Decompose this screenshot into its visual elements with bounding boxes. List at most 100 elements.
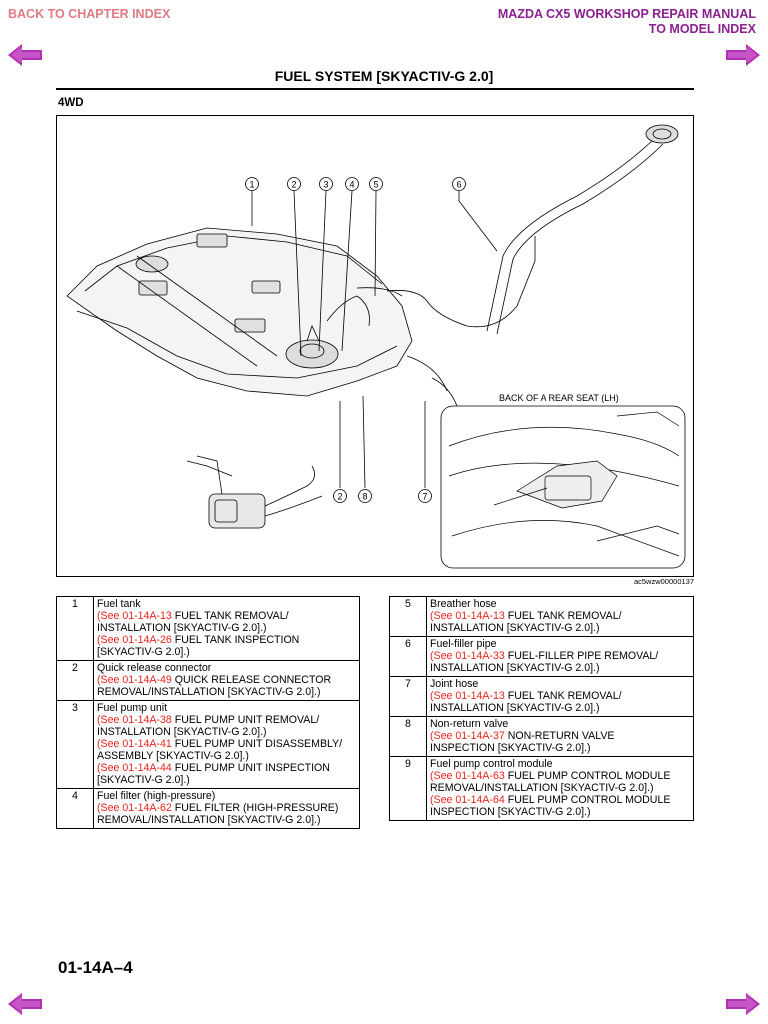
item-name: Fuel pump unit [97,702,168,714]
callout-6 [452,177,466,191]
item-name: Fuel filter (high-pressure) [97,790,216,802]
item-name: Breather hose [430,598,497,610]
item-number: 9 [389,756,427,821]
callout-2-label: 2 [291,180,296,190]
next-page-arrow-icon[interactable] [726,44,760,66]
item-name: Non-return valve [430,718,509,730]
callout-5 [369,177,383,191]
item-number: 7 [389,676,427,717]
inset-rear-seat: BACK OF A REAR SEAT (LH) [440,393,686,569]
callout-8 [358,489,372,503]
reference-title: FUEL-FILLER PIPE REMOVAL/ [504,650,659,662]
callout-4 [345,177,359,191]
reference-title-cont: INSTALLATION [SKYACTIV-G 2.0].) [430,702,600,714]
reference-title-cont: [SKYACTIV-G 2.0].) [97,774,190,786]
callout-2b-label: 2 [337,492,342,502]
reference-title: FUEL TANK REMOVAL/ [504,610,622,622]
item-number: 2 [56,660,94,701]
reference-link[interactable]: (See 01-14A-38 [97,714,172,726]
reference-title-cont: INSPECTION [SKYACTIV-G 2.0].) [430,742,591,754]
reference-title-cont: REMOVAL/INSTALLATION [SKYACTIV-G 2.0].) [430,782,654,794]
reference-link[interactable]: (See 01-14A-13 [430,610,505,622]
reference-title-cont: ASSEMBLY [SKYACTIV-G 2.0].) [97,750,249,762]
callout-7 [418,489,432,503]
reference-link[interactable]: (See 01-14A-33 [430,650,505,662]
reference-link[interactable]: (See 01-14A-62 [97,802,172,814]
page-number: 01-14A–4 [58,958,133,977]
reference-title-cont: INSTALLATION [SKYACTIV-G 2.0].) [430,662,600,674]
inset-label: BACK OF A REAR SEAT (LH) [499,393,619,403]
reference-link[interactable]: (See 01-14A-26 [97,634,172,646]
reference-title-cont: REMOVAL/INSTALLATION [SKYACTIV-G 2.0].) [97,814,321,826]
item-number: 8 [389,716,427,757]
reference-title: FUEL TANK REMOVAL/ [504,690,622,702]
callout-3-label: 3 [323,180,328,190]
reference-link[interactable]: (See 01-14A-63 [430,770,505,782]
reference-title: QUICK RELEASE CONNECTOR [171,674,332,686]
next-page-arrow-icon-bottom[interactable] [726,993,760,1015]
callout-6-label: 6 [456,180,461,190]
variant-label: 4WD [58,97,84,109]
item-name: Quick release connector [97,662,212,674]
reference-title: FUEL PUMP CONTROL MODULE [504,770,671,782]
title-rule [56,88,694,90]
reference-title: FUEL PUMP UNIT DISASSEMBLY/ [171,738,343,750]
reference-title: FUEL PUMP CONTROL MODULE [504,794,671,806]
item-number: 5 [389,596,427,637]
previous-page-arrow-icon[interactable] [8,44,42,66]
item-name: Joint hose [430,678,479,690]
item-description: Non-return valve(See 01-14A-37 NON-RETUR… [426,716,694,757]
item-description: Fuel tank(See 01-14A-13 FUEL TANK REMOVA… [93,596,360,661]
figure-code: ac5wzw00000137 [633,577,694,586]
reference-title-cont: INSPECTION [SKYACTIV-G 2.0].) [430,806,591,818]
reference-title-cont: [SKYACTIV-G 2.0].) [97,646,190,658]
reference-title-cont: INSTALLATION [SKYACTIV-G 2.0].) [97,726,267,738]
item-name: Fuel tank [97,598,141,610]
reference-link[interactable]: (See 01-14A-13 [430,690,505,702]
reference-title-cont: REMOVAL/INSTALLATION [SKYACTIV-G 2.0].) [97,686,321,698]
fuel-system-diagram: 1 2 3 4 5 6 7 2 8 9 BACK OF A REAR SEAT … [66,124,686,569]
page-title: FUEL SYSTEM [SKYACTIV-G 2.0] [274,68,494,84]
item-description: Fuel pump unit(See 01-14A-38 FUEL PUMP U… [93,700,360,789]
reference-link[interactable]: (See 01-14A-37 [430,730,505,742]
item-name: Fuel pump control module [430,758,553,770]
reference-title: NON-RETURN VALVE [504,730,615,742]
fuel-system-figure: 1 2 3 4 5 6 7 2 8 9 BACK OF A REAR SEAT … [56,115,694,577]
callout-1-label: 1 [249,180,254,190]
item-description: Fuel pump control module(See 01-14A-63 F… [426,756,694,821]
reference-title-cont: INSTALLATION [SKYACTIV-G 2.0].) [97,622,267,634]
item-name: Fuel-filler pipe [430,638,497,650]
reference-title: FUEL TANK INSPECTION [171,634,300,646]
back-to-chapter-index-link[interactable]: BACK TO CHAPTER INDEX [8,7,171,21]
item-description: Joint hose(See 01-14A-13 FUEL TANK REMOV… [426,676,694,717]
reference-link[interactable]: (See 01-14A-41 [97,738,172,750]
item-number: 4 [56,788,94,829]
reference-title: FUEL TANK REMOVAL/ [171,610,289,622]
callout-4-label: 4 [349,180,354,190]
reference-title: FUEL FILTER (HIGH-PRESSURE) [171,802,339,814]
reference-link[interactable]: (See 01-14A-44 [97,762,172,774]
to-model-index-link[interactable]: TO MODEL INDEX [648,22,756,36]
item-description: Quick release connector(See 01-14A-49 QU… [93,660,360,701]
callout-3 [319,177,333,191]
callout-5-label: 5 [373,180,378,190]
callout-2b [333,489,347,503]
reference-title-cont: INSTALLATION [SKYACTIV-G 2.0].) [430,622,600,634]
reference-link[interactable]: (See 01-14A-13 [97,610,172,622]
reference-title: FUEL PUMP UNIT REMOVAL/ [171,714,320,726]
reference-link[interactable]: (See 01-14A-64 [430,794,505,806]
previous-page-arrow-icon-bottom[interactable] [8,993,42,1015]
callout-8-label: 8 [362,492,367,502]
reference-link[interactable]: (See 01-14A-49 [97,674,172,686]
item-number: 3 [56,700,94,789]
